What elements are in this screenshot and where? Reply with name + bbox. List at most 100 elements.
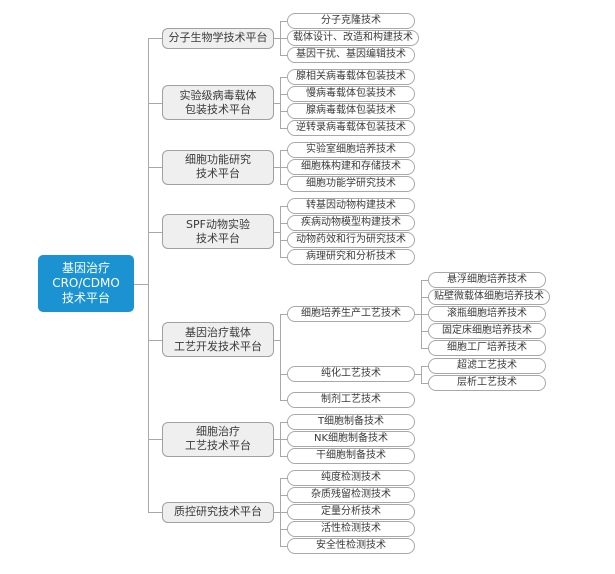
topic-node[interactable]: 基因干扰、基因编辑技术: [287, 47, 415, 63]
child-slot: 动物药效和行为研究技术: [280, 231, 415, 249]
child-slot: 实验室细胞培养技术: [280, 142, 415, 159]
node-row: 细胞功能研究 技术平台实验室细胞培养技术细胞株构建和存储技术细胞功能学研究技术: [162, 142, 550, 193]
child-slot: 病理研究和分析技术: [280, 248, 415, 266]
topic-node[interactable]: 实验室细胞培养技术: [287, 142, 415, 158]
topic-node[interactable]: 安全性检测技术: [287, 538, 415, 554]
child-slot: 细胞培养生产工艺技术悬浮细胞培养技术贴壁微载体细胞培养技术滚瓶细胞培养技术固定床…: [280, 271, 550, 357]
child-slot: 制剂工艺技术: [280, 391, 550, 409]
node-row: 分子克隆技术: [287, 13, 419, 29]
topic-node[interactable]: 纯度检测技术: [287, 470, 415, 486]
child-slot: 超滤工艺技术: [421, 357, 546, 374]
topic-node[interactable]: 腺相关病毒载体包装技术: [287, 69, 415, 85]
subtopic-node[interactable]: 层析工艺技术: [428, 374, 546, 391]
child-slot: 层析工艺技术: [421, 374, 546, 391]
node-row: 实验级病毒载体 包装技术平台腺相关病毒载体包装技术慢病毒载体包装技术腺病毒载体包…: [162, 69, 550, 137]
topic-node[interactable]: 疾病动物模型构建技术: [287, 215, 415, 231]
node-row: 固定床细胞培养技术: [428, 322, 550, 339]
child-slot: 定量分析技术: [280, 503, 415, 521]
topic-node[interactable]: 动物药效和行为研究技术: [287, 232, 415, 248]
node-row: T细胞制备技术: [287, 414, 415, 430]
node-row: 制剂工艺技术: [287, 392, 550, 408]
node-row: 疾病动物模型构建技术: [287, 215, 415, 231]
topic-node[interactable]: 活性检测技术: [287, 521, 415, 537]
topic-node[interactable]: 载体设计、改造和构建技术: [287, 30, 419, 46]
topic-node[interactable]: 杂质残留检测技术: [287, 487, 415, 503]
branch-node[interactable]: 分子生物学技术平台: [162, 27, 274, 49]
branch-node[interactable]: 实验级病毒载体 包装技术平台: [162, 85, 274, 120]
node-row: 活性检测技术: [287, 521, 415, 537]
children-group: 细胞培养生产工艺技术悬浮细胞培养技术贴壁微载体细胞培养技术滚瓶细胞培养技术固定床…: [274, 271, 550, 409]
topic-node[interactable]: 纯化工艺技术: [287, 366, 415, 382]
child-slot: 安全性检测技术: [280, 537, 415, 555]
topic-node[interactable]: 细胞培养生产工艺技术: [287, 305, 415, 322]
topic-node[interactable]: 细胞株构建和存储技术: [287, 159, 415, 175]
branch-node[interactable]: SPF动物实验 技术平台: [162, 214, 274, 249]
topic-node[interactable]: 细胞功能学研究技术: [287, 176, 415, 192]
topic-node[interactable]: 病理研究和分析技术: [287, 249, 415, 265]
topic-node[interactable]: 分子克隆技术: [287, 13, 415, 29]
subtopic-node[interactable]: 细胞工厂培养技术: [428, 339, 546, 356]
child-slot: 活性检测技术: [280, 520, 415, 538]
child-slot: 转基因动物构建技术: [280, 198, 415, 215]
children-group: 纯度检测技术杂质残留检测技术定量分析技术活性检测技术安全性检测技术: [274, 470, 415, 555]
child-slot: 疾病动物模型构建技术: [280, 214, 415, 232]
node-row: 悬浮细胞培养技术: [428, 271, 550, 288]
node-row: 滚瓶细胞培养技术: [428, 305, 550, 322]
branch-node[interactable]: 基因治疗载体 工艺开发技术平台: [162, 322, 274, 357]
branch-node[interactable]: 细胞治疗 工艺技术平台: [162, 421, 274, 457]
node-row: 安全性检测技术: [287, 538, 415, 554]
mindmap-tree: 基因治疗 CRO/CDMO 技术平台 分子生物学技术平台分子克隆技术载体设计、改造…: [38, 10, 550, 557]
child-slot: SPF动物实验 技术平台转基因动物构建技术疾病动物模型构建技术动物药效和行为研究…: [148, 195, 550, 268]
topic-node[interactable]: T细胞制备技术: [287, 414, 415, 430]
subtopic-node[interactable]: 贴壁微载体细胞培养技术: [428, 288, 550, 305]
child-slot: 慢病毒载体包装技术: [280, 85, 415, 103]
node-row: 干细胞制备技术: [287, 448, 415, 464]
child-slot: 滚瓶细胞培养技术: [421, 305, 550, 322]
topic-node[interactable]: 转基因动物构建技术: [287, 198, 415, 214]
child-slot: 实验级病毒载体 包装技术平台腺相关病毒载体包装技术慢病毒载体包装技术腺病毒载体包…: [148, 66, 550, 139]
topic-node[interactable]: 慢病毒载体包装技术: [287, 86, 415, 102]
children-group: 悬浮细胞培养技术贴壁微载体细胞培养技术滚瓶细胞培养技术固定床细胞培养技术细胞工厂…: [415, 271, 550, 356]
children-group: 超滤工艺技术层析工艺技术: [415, 357, 546, 391]
child-slot: 逆转录病毒载体包装技术: [280, 119, 415, 137]
branch-node[interactable]: 细胞功能研究 技术平台: [162, 149, 274, 185]
node-row: 基因治疗载体 工艺开发技术平台细胞培养生产工艺技术悬浮细胞培养技术贴壁微载体细胞…: [162, 271, 550, 409]
branch-node[interactable]: 质控研究技术平台: [162, 501, 274, 523]
child-slot: 腺病毒载体包装技术: [280, 102, 415, 120]
topic-node[interactable]: 逆转录病毒载体包装技术: [287, 120, 415, 136]
subtopic-node[interactable]: 滚瓶细胞培养技术: [428, 305, 546, 322]
root-node[interactable]: 基因治疗 CRO/CDMO 技术平台: [38, 255, 134, 312]
child-slot: NK细胞制备技术: [280, 430, 415, 448]
child-slot: 基因治疗载体 工艺开发技术平台细胞培养生产工艺技术悬浮细胞培养技术贴壁微载体细胞…: [148, 268, 550, 411]
topic-node[interactable]: 定量分析技术: [287, 504, 415, 520]
topic-node[interactable]: 干细胞制备技术: [287, 448, 415, 464]
children-group: 转基因动物构建技术疾病动物模型构建技术动物药效和行为研究技术病理研究和分析技术: [274, 198, 415, 266]
node-row: 慢病毒载体包装技术: [287, 86, 415, 102]
children-group: 分子克隆技术载体设计、改造和构建技术基因干扰、基因编辑技术: [274, 13, 419, 64]
subtopic-node[interactable]: 悬浮细胞培养技术: [428, 271, 546, 288]
node-row: 质控研究技术平台纯度检测技术杂质残留检测技术定量分析技术活性检测技术安全性检测技…: [162, 470, 550, 555]
topic-node[interactable]: 制剂工艺技术: [287, 392, 415, 408]
node-row: 基因干扰、基因编辑技术: [287, 47, 419, 63]
node-row: 分子生物学技术平台分子克隆技术载体设计、改造和构建技术基因干扰、基因编辑技术: [162, 13, 550, 64]
child-slot: T细胞制备技术: [280, 414, 415, 431]
topic-node[interactable]: NK细胞制备技术: [287, 431, 415, 447]
topic-node[interactable]: 腺病毒载体包装技术: [287, 103, 415, 119]
children-group: 腺相关病毒载体包装技术慢病毒载体包装技术腺病毒载体包装技术逆转录病毒载体包装技术: [274, 69, 415, 137]
child-slot: 细胞功能学研究技术: [280, 175, 415, 193]
node-row: 贴壁微载体细胞培养技术: [428, 288, 550, 305]
child-slot: 载体设计、改造和构建技术: [280, 29, 419, 47]
node-row: 纯化工艺技术超滤工艺技术层析工艺技术: [287, 357, 550, 391]
node-row: 基因治疗 CRO/CDMO 技术平台 分子生物学技术平台分子克隆技术载体设计、改造…: [38, 10, 550, 557]
node-row: 杂质残留检测技术: [287, 487, 415, 503]
node-row: 定量分析技术: [287, 504, 415, 520]
subtopic-node[interactable]: 超滤工艺技术: [428, 357, 546, 374]
node-row: 纯度检测技术: [287, 470, 415, 486]
node-row: 超滤工艺技术: [428, 357, 546, 374]
subtopic-node[interactable]: 固定床细胞培养技术: [428, 322, 546, 339]
child-slot: 分子克隆技术: [280, 13, 419, 30]
node-row: 细胞株构建和存储技术: [287, 159, 415, 175]
node-row: 逆转录病毒载体包装技术: [287, 120, 415, 136]
